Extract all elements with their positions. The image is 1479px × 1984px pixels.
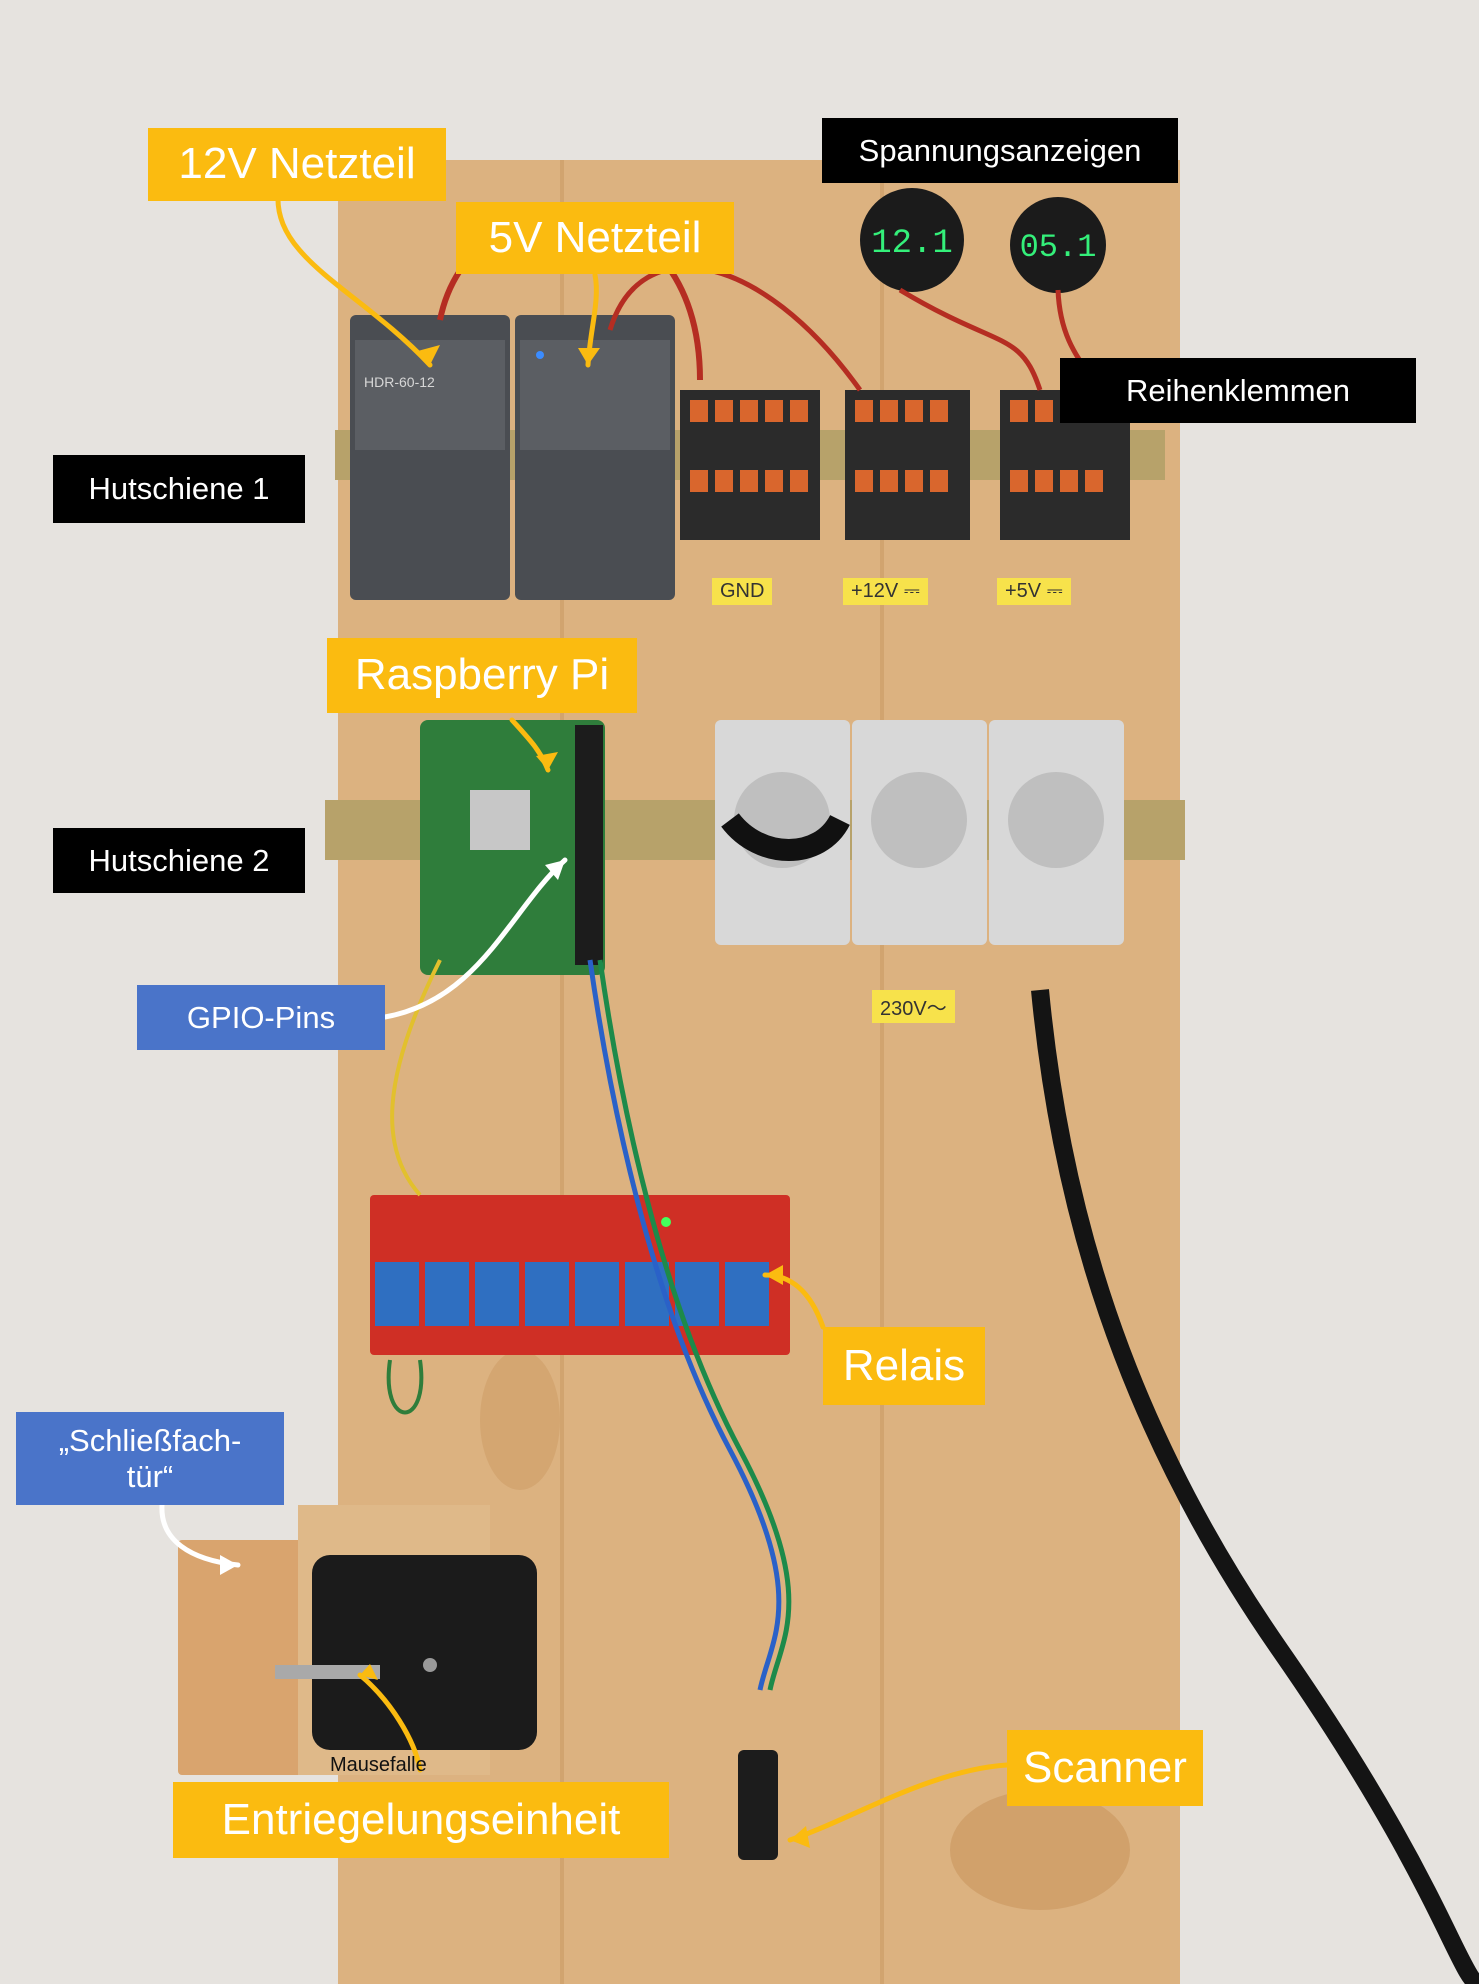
label-scanner: Scanner <box>1007 1730 1203 1806</box>
unlock-unit <box>312 1555 537 1750</box>
label-hutschiene-1: Hutschiene 1 <box>53 455 305 523</box>
display-value-5v: 05.1 <box>1020 229 1097 266</box>
label-schliessfach-tuer: „Schließfach- tür“ <box>16 1412 284 1505</box>
board-mark-mousetrap: Mausefalle <box>330 1754 427 1776</box>
label-12v-netzteil: 12V Netzteil <box>148 128 446 201</box>
psu-model-text: HDR-60-12 <box>364 374 435 390</box>
scanner-device <box>738 1750 778 1860</box>
label-hutschiene-2: Hutschiene 2 <box>53 828 305 893</box>
label-5v-netzteil: 5V Netzteil <box>456 202 734 274</box>
label-spannungsanzeigen: Spannungsanzeigen <box>822 118 1178 183</box>
label-entriegelungseinheit: Entriegelungseinheit <box>173 1782 669 1858</box>
board-mark-gnd: GND <box>712 578 773 605</box>
display-value-12v: 12.1 <box>871 225 953 263</box>
label-relais: Relais <box>823 1327 985 1405</box>
board-mark-12v: +12V ⎓ <box>843 578 928 605</box>
label-raspberry-pi: Raspberry Pi <box>327 638 637 713</box>
voltage-display-12v <box>860 188 964 292</box>
board-mark-5v: +5V ⎓ <box>997 578 1071 605</box>
label-gpio-pins: GPIO-Pins <box>137 985 385 1050</box>
board-mark-ac: 230V～ <box>872 990 955 1023</box>
label-reihenklemmen: Reihenklemmen <box>1060 358 1416 423</box>
voltage-display-5v <box>1010 197 1106 293</box>
